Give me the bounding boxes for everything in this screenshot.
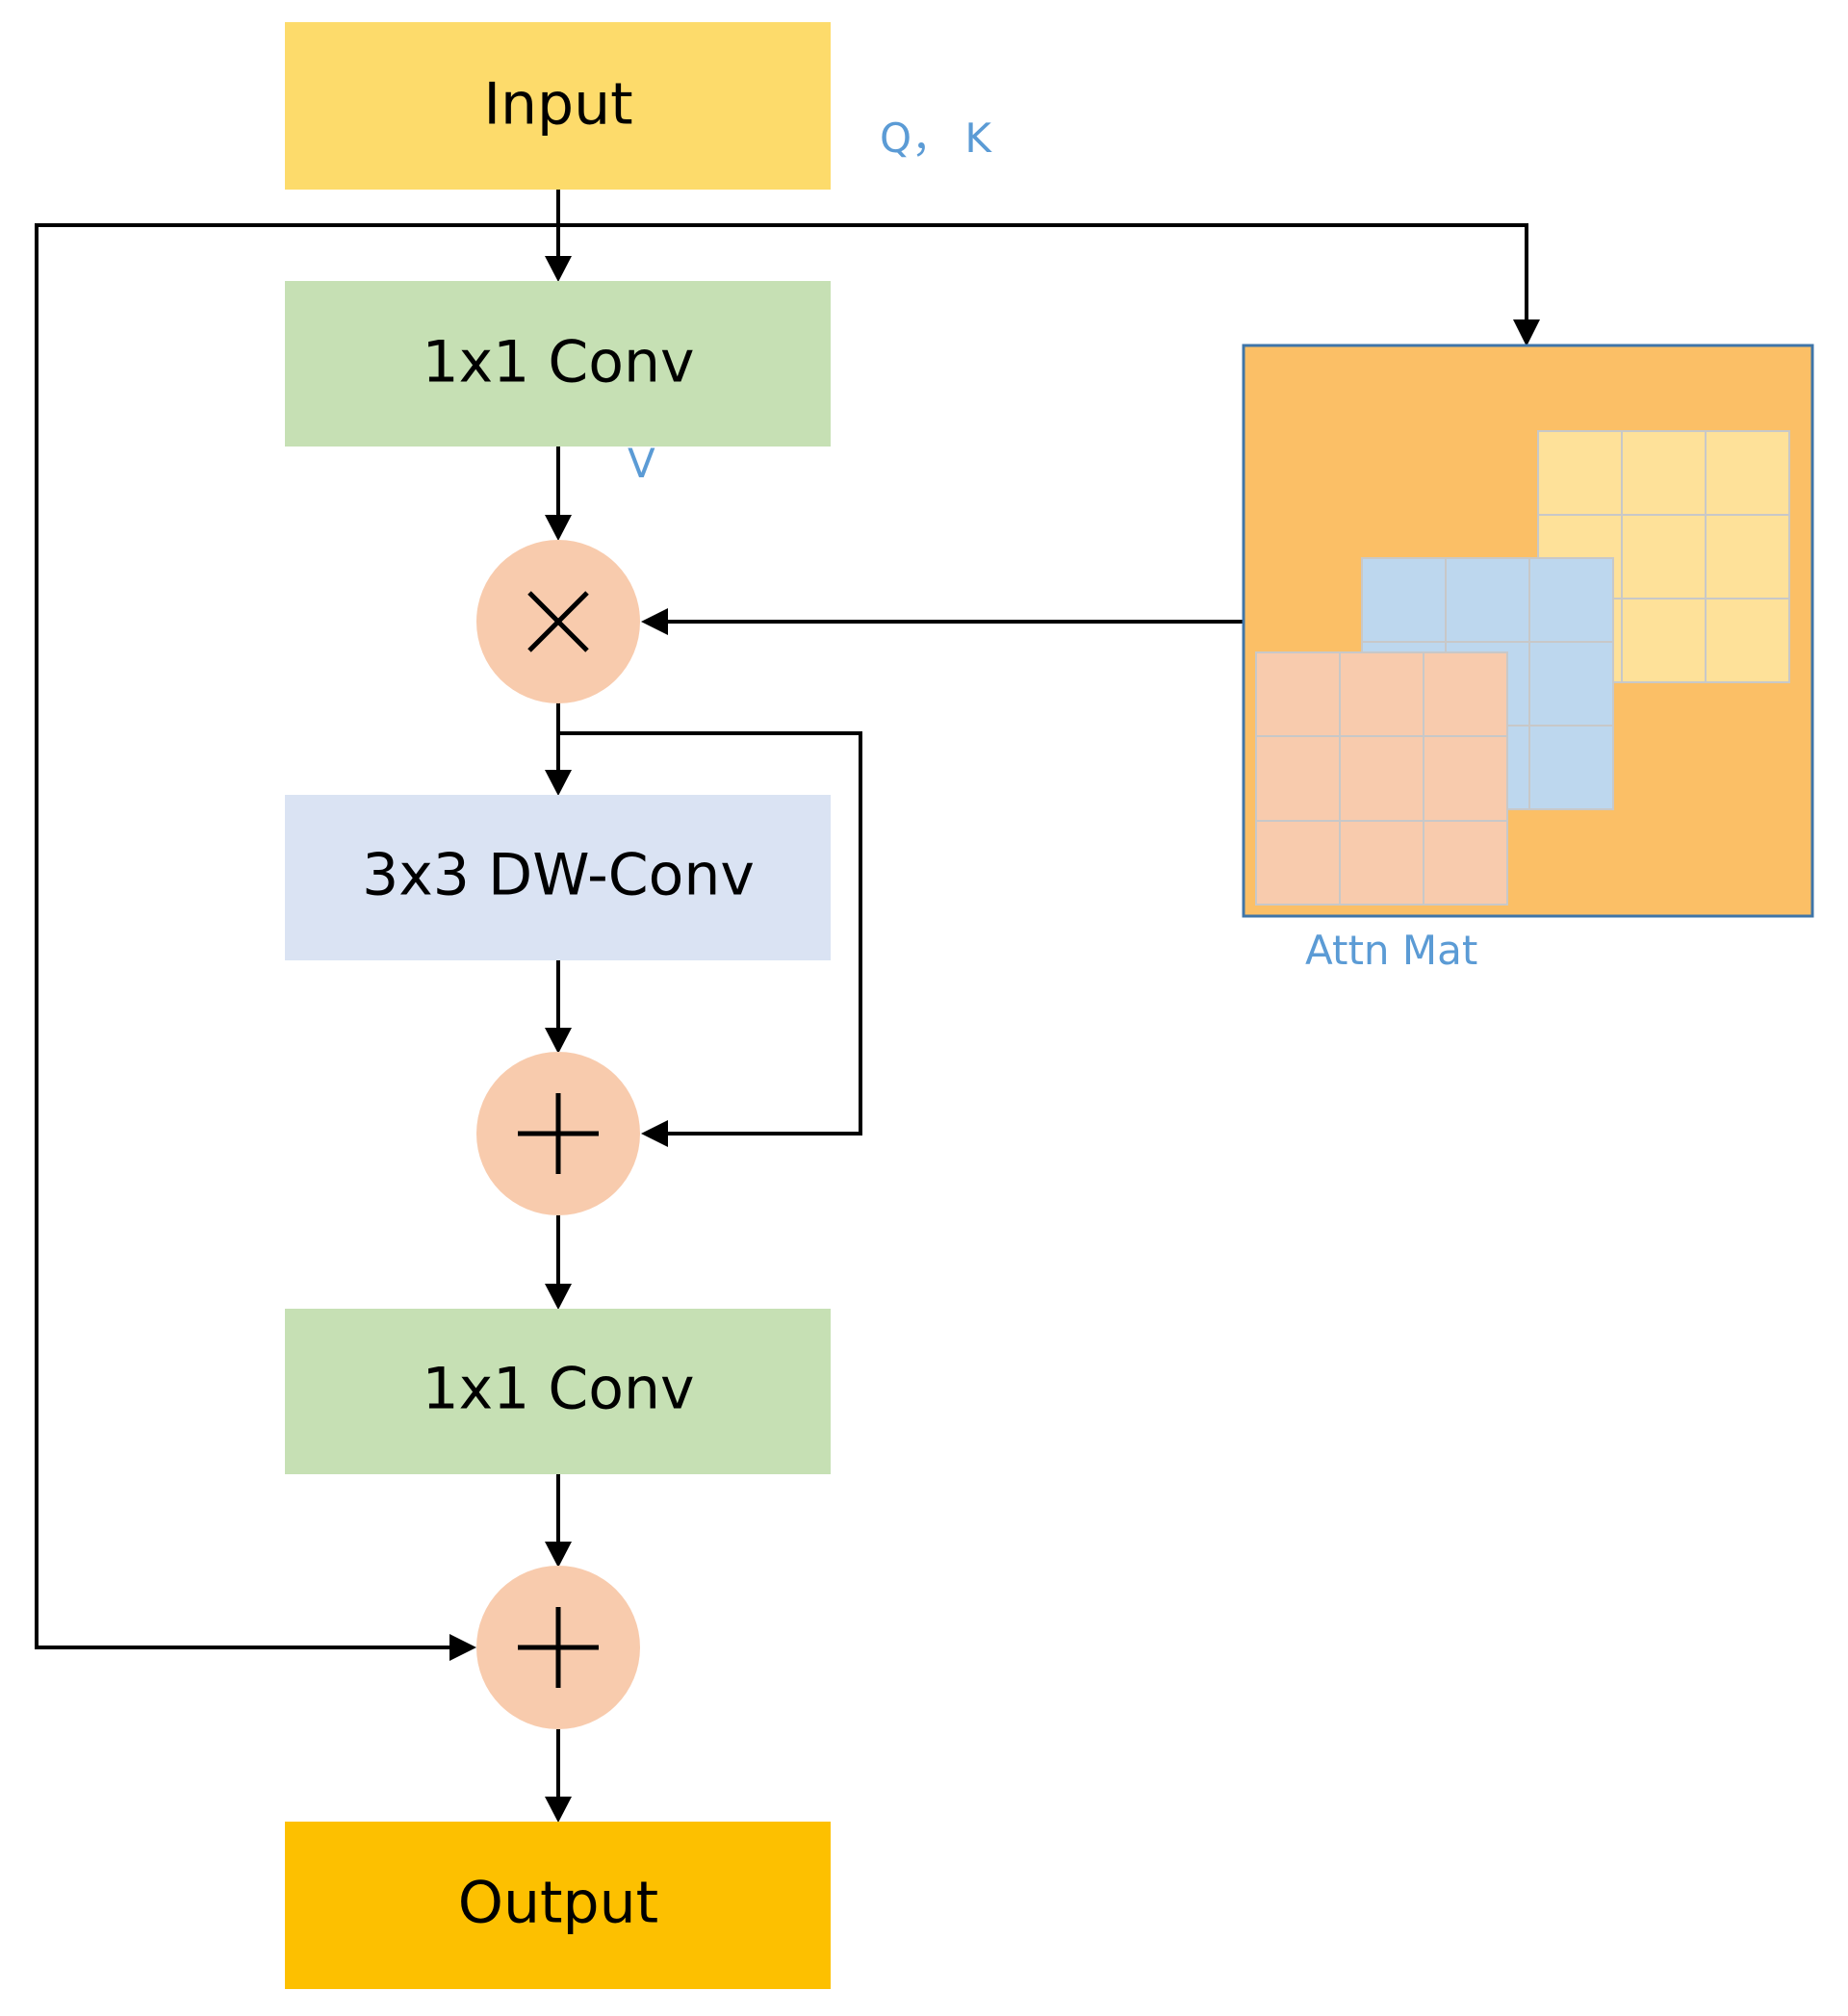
- conv-block-second-rect: [285, 1309, 831, 1474]
- arrowhead-outer-add-left: [449, 1634, 476, 1661]
- arrowhead-dwconv: [545, 770, 572, 796]
- inner-residual-line: [558, 731, 862, 1136]
- arrowhead-inner-add-top: [545, 1028, 572, 1054]
- qk-path-line: [558, 223, 1528, 332]
- output-block-rect: [285, 1822, 831, 1989]
- input-label: Input: [483, 71, 632, 139]
- arrowhead-mul-right: [641, 608, 668, 635]
- arrowhead-attn: [1513, 319, 1540, 346]
- plus-icon: [518, 1607, 599, 1688]
- conv-block-first: 1x1 Conv: [285, 281, 831, 447]
- attention-matrix: [1242, 344, 1814, 918]
- input-block-rect: [285, 22, 831, 190]
- output-label: Output: [458, 1870, 658, 1937]
- arrowhead-mul-top: [545, 515, 572, 541]
- arrowhead-conv2: [545, 1284, 572, 1310]
- conv-first-label: 1x1 Conv: [422, 329, 694, 396]
- v-annotation: V: [628, 440, 655, 487]
- output-block: Output: [285, 1822, 831, 1989]
- arrowhead-conv1: [545, 256, 572, 282]
- arrowhead-inner-add-right: [641, 1120, 668, 1147]
- inner-add-operator: [476, 1052, 640, 1215]
- multiply-icon: [527, 591, 589, 652]
- input-block: Input: [285, 22, 831, 190]
- dwconv-block: 3x3 DW-Conv: [285, 795, 831, 960]
- multiply-operator: [476, 540, 640, 703]
- dwconv-block-rect: [285, 795, 831, 960]
- conv-block-first-rect: [285, 281, 831, 447]
- conv-block-second: 1x1 Conv: [285, 1309, 831, 1474]
- connectors: [35, 190, 1540, 1823]
- dwconv-label: 3x3 DW-Conv: [362, 842, 755, 909]
- plus-icon: [518, 1093, 599, 1174]
- arrowhead-output: [545, 1797, 572, 1823]
- conv-second-label: 1x1 Conv: [422, 1356, 694, 1423]
- attn-mat-annotation: Attn Mat: [1305, 927, 1477, 974]
- arrowhead-outer-add-top: [545, 1542, 572, 1568]
- qk-annotation: Q， K: [880, 115, 992, 162]
- attn-layer-front: [1255, 651, 1508, 906]
- outer-add-operator: [476, 1566, 640, 1729]
